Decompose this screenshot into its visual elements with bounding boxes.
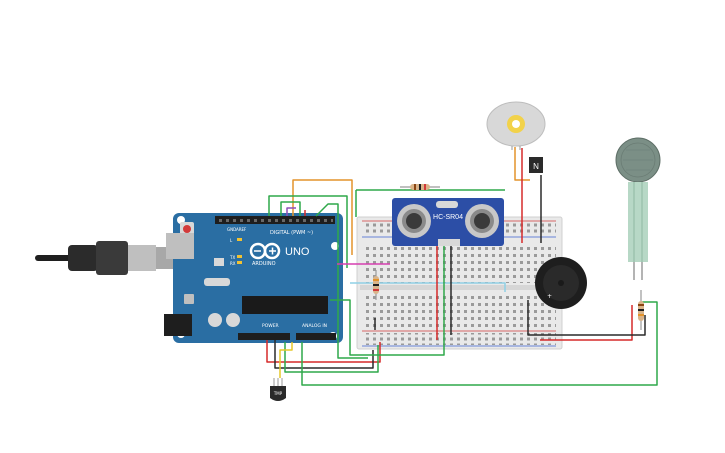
- led-l: [237, 238, 242, 241]
- wire-orange-motor[interactable]: [514, 147, 530, 181]
- crystal: [436, 201, 458, 208]
- wire-red-power[interactable]: [266, 340, 381, 363]
- usb-port: [166, 233, 194, 259]
- temperature-sensor[interactable]: TMP: [270, 378, 286, 401]
- led-rx: [237, 261, 242, 264]
- resistor-breadboard[interactable]: [373, 270, 379, 300]
- rx-label: RX: [230, 261, 236, 266]
- aref-label: AREF: [236, 227, 247, 232]
- wire-green-3[interactable]: [315, 203, 368, 359]
- dc-motor[interactable]: [486, 101, 546, 150]
- arduino-uno-board[interactable]: DIGITAL (PWM ~) GND AREF UNO ARDUINO TX …: [164, 213, 343, 343]
- tmp-label: TMP: [273, 391, 283, 396]
- force-sensor[interactable]: [615, 137, 661, 280]
- ultrasonic-sensor[interactable]: HC-SR04: [392, 198, 504, 246]
- power-jack: [164, 314, 192, 336]
- uno-label: UNO: [285, 246, 310, 258]
- resistor-fsr[interactable]: [638, 290, 644, 330]
- power-header[interactable]: [238, 333, 290, 340]
- wire-light-blue[interactable]: [350, 282, 506, 292]
- digital-label: DIGITAL (PWM ~): [270, 230, 313, 236]
- sensor-model-label: HC-SR04: [433, 214, 463, 221]
- transistor-label: N: [533, 162, 539, 171]
- l-label: L: [230, 238, 233, 243]
- wire-green-1[interactable]: [268, 195, 348, 268]
- wires: [266, 147, 658, 386]
- gnd-label: GND: [227, 227, 236, 232]
- arduino-logo: [249, 242, 281, 260]
- analog-header[interactable]: [296, 333, 336, 340]
- atmega-chip: [242, 296, 328, 314]
- wire-black-fsr[interactable]: [527, 300, 646, 336]
- tx-label: TX: [229, 255, 235, 260]
- wire-black-gnd[interactable]: [274, 340, 374, 369]
- power-label: POWER: [262, 323, 279, 329]
- wire-green-sensor[interactable]: [330, 245, 445, 356]
- wire-red-fsr[interactable]: [540, 305, 633, 341]
- usb-cable[interactable]: [35, 241, 176, 275]
- wire-green-2[interactable]: [280, 201, 301, 216]
- arduino-label: ARDUINO: [252, 261, 276, 267]
- resistor-top[interactable]: [400, 184, 440, 190]
- led-tx: [237, 255, 242, 258]
- wire-green-fsr[interactable]: [301, 301, 658, 386]
- wire-yellow-tmp[interactable]: [279, 342, 293, 378]
- wire-green-tmp[interactable]: [284, 342, 379, 373]
- piezo-buzzer[interactable]: +: [535, 257, 587, 309]
- wire-purple[interactable]: [286, 207, 296, 216]
- svg-text:+: +: [547, 293, 552, 300]
- analog-label: ANALOG IN: [302, 323, 327, 329]
- transistor[interactable]: N: [529, 157, 543, 173]
- wire-orange-1[interactable]: [292, 179, 353, 255]
